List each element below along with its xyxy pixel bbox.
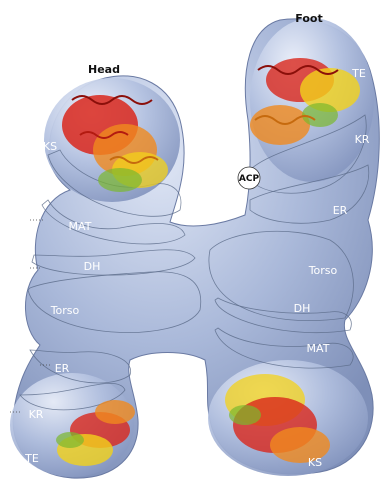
label-foot-torso: Torso [308,264,338,277]
acp-label: ACP [239,174,260,184]
label-head-mat: MAT [69,220,92,233]
label-head-dh: DH [84,260,101,273]
label-head-torso: Torso [50,304,80,317]
label-head-er: ER [55,362,70,375]
label-foot-mat: MAT [307,342,330,355]
foot-title: Foot [295,12,322,25]
label-head-ks: KS [43,140,57,153]
label-foot-dh: DH [294,302,311,315]
label-foot-kr: KR [355,133,370,146]
label-foot-te: TE [351,67,366,80]
label-foot-ks: KS [308,456,322,469]
label-head-te: TE [24,452,39,465]
label-foot-er: ER [333,204,348,217]
head-title: Head [88,63,120,76]
label-head-kr: KR [29,408,44,421]
acp-badge: ACP [238,167,260,189]
